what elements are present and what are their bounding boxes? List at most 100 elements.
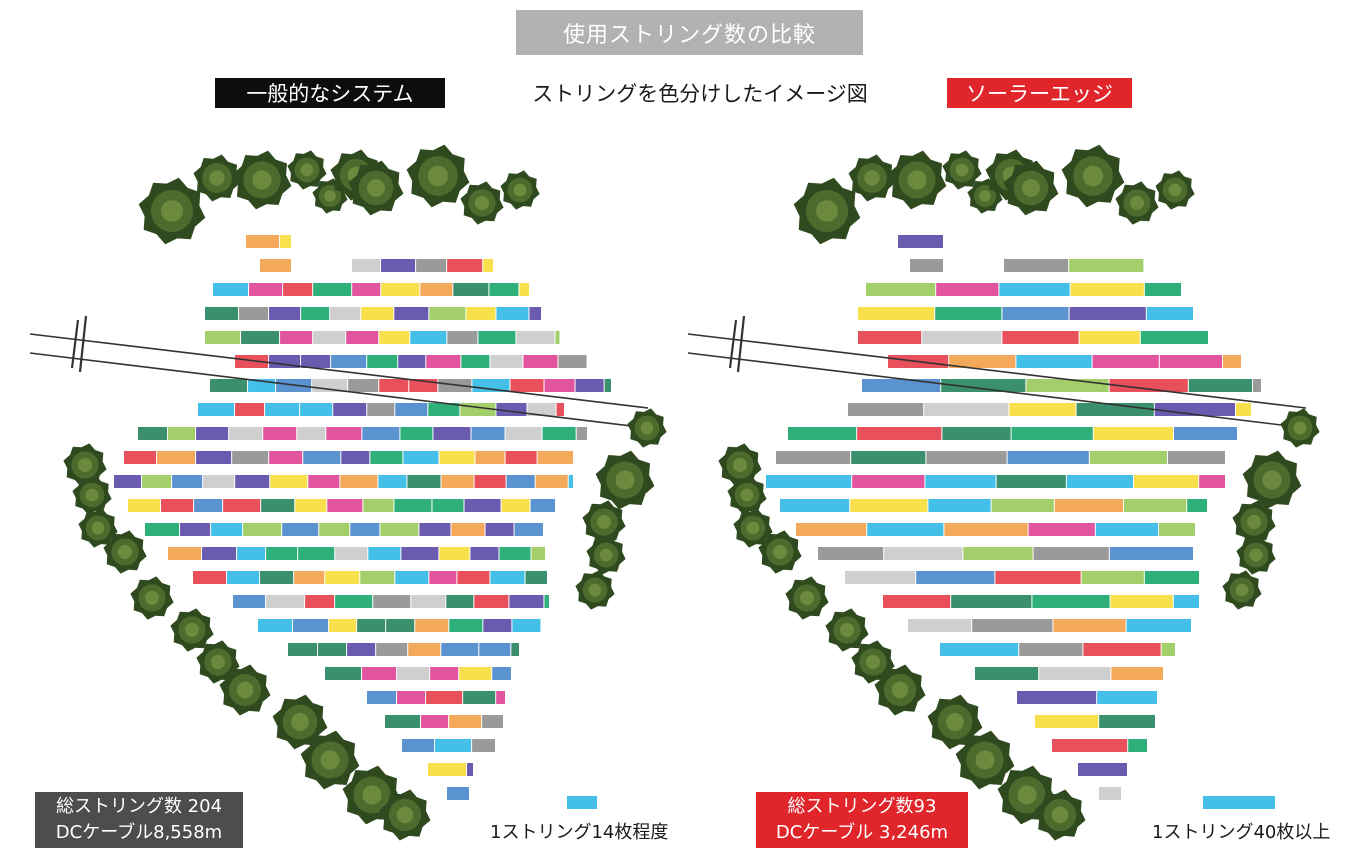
tree-icon [582, 500, 626, 544]
tree-icon [170, 608, 214, 652]
conventional-string-row17-seg1 [293, 619, 329, 632]
tree-icon [1280, 408, 1320, 448]
solaredge-string-row16-seg3 [1110, 595, 1173, 608]
solaredge-string-row15-seg1 [916, 571, 995, 584]
conventional-string-row17-seg2 [329, 619, 357, 632]
solaredge-string-row19-seg2 [1111, 667, 1163, 680]
conventional-string-row16-seg8 [509, 595, 544, 608]
solaredge-string-row11-seg5 [1134, 475, 1199, 488]
conventional-string-row13-seg7 [380, 523, 419, 536]
solaredge-string-row7-seg2 [1026, 379, 1109, 392]
conventional-string-row3-seg9 [519, 283, 529, 296]
conventional-string-row8-seg7 [428, 403, 460, 416]
conventional-string-row22-seg2 [472, 739, 495, 752]
solaredge-string-row18-seg0 [940, 643, 1019, 656]
solaredge-string-row6-seg4 [1159, 355, 1222, 368]
conventional-string-row16-seg1 [266, 595, 305, 608]
conventional-string-row21-seg3 [482, 715, 503, 728]
tree-icon [1236, 535, 1276, 575]
conventional-string-row7-seg0 [210, 379, 248, 392]
conventional-string-row4-seg5 [361, 307, 394, 320]
conventional-string-row14-seg3 [266, 547, 298, 560]
conventional-string-row0-seg0 [246, 235, 280, 248]
conventional-string-row15-seg6 [395, 571, 429, 584]
conventional-string-row10-seg3 [232, 451, 269, 464]
solaredge-string-row9-seg5 [1174, 427, 1237, 440]
conventional-string-row11-seg7 [340, 475, 378, 488]
conventional-string-row7-seg5 [379, 379, 409, 392]
conventional-string-row17-seg8 [512, 619, 541, 632]
conventional-string-row12-seg1 [161, 499, 194, 512]
conventional-string-row4-seg4 [330, 307, 361, 320]
conventional-string-row18-seg5 [441, 643, 479, 656]
conventional-string-row2-seg0 [352, 259, 381, 272]
conventional-string-row4-seg9 [496, 307, 529, 320]
solaredge-string-row17-seg3 [1126, 619, 1191, 632]
conventional-string-row17-seg4 [386, 619, 415, 632]
conventional-string-row13-seg11 [514, 523, 543, 536]
solaredge-string-row7-seg4 [1188, 379, 1252, 392]
pole-icon [78, 315, 88, 373]
conventional-string-row5-seg8 [478, 331, 516, 344]
conventional-string-row14-seg5 [335, 547, 368, 560]
tree-icon [1061, 144, 1125, 208]
solaredge-string-row0-seg0 [898, 235, 943, 248]
conventional-string-row6-seg5 [398, 355, 426, 368]
conventional-string-row13-seg10 [485, 523, 514, 536]
conventional-string-row10-seg1 [157, 451, 196, 464]
solaredge-string-row3-seg4 [1144, 283, 1181, 296]
conventional-string-row12-seg4 [261, 499, 295, 512]
conventional-string-row7-seg12 [604, 379, 611, 392]
solaredge-string-row2-seg1 [1069, 259, 1144, 272]
right-string-array [766, 235, 1261, 800]
solaredge-string-row9-seg2 [942, 427, 1011, 440]
conventional-string-row15-seg0 [193, 571, 227, 584]
conventional-string-row8-seg1 [235, 403, 265, 416]
conventional-string-row9-seg13 [576, 427, 587, 440]
conventional-string-row10-seg9 [439, 451, 475, 464]
conventional-string-row15-seg4 [325, 571, 360, 584]
conventional-string-row20-seg3 [463, 691, 496, 704]
conventional-string-row10-seg6 [341, 451, 370, 464]
solaredge-string-row12-seg3 [991, 499, 1054, 512]
tree-icon [406, 144, 470, 208]
conventional-string-row7-seg4 [348, 379, 379, 392]
solaredge-string-row22-seg0 [1052, 739, 1128, 752]
legend-string-swatch-solaredge [1203, 796, 1275, 809]
conventional-string-row11-seg3 [203, 475, 235, 488]
conventional-string-row13-seg5 [319, 523, 350, 536]
tree-icon [1034, 789, 1086, 841]
solaredge-string-row13-seg3 [1028, 523, 1095, 536]
solaredge-string-row13-seg5 [1159, 523, 1195, 536]
solaredge-string-row12-seg1 [850, 499, 928, 512]
conventional-string-row14-seg9 [470, 547, 499, 560]
conventional-string-row3-seg3 [313, 283, 352, 296]
tree-icon [272, 694, 328, 750]
conventional-string-row15-seg5 [360, 571, 395, 584]
conventional-string-row10-seg2 [196, 451, 232, 464]
tree-icon [193, 154, 241, 202]
solaredge-string-row15-seg3 [1081, 571, 1144, 584]
solaredge-string-row7-seg3 [1109, 379, 1188, 392]
conventional-string-row10-seg10 [475, 451, 505, 464]
solaredge-string-row18-seg1 [1019, 643, 1083, 656]
solaredge-string-row5-seg0 [858, 331, 922, 344]
conventional-string-row12-seg5 [295, 499, 327, 512]
solaredge-string-row17-seg0 [908, 619, 972, 632]
tree-icon [232, 150, 292, 210]
solaredge-string-row22-seg1 [1128, 739, 1147, 752]
conventional-string-row7-seg10 [544, 379, 575, 392]
conventional-string-row3-seg5 [381, 283, 420, 296]
tree-icon [825, 608, 869, 652]
solaredge-string-row11-seg0 [766, 475, 852, 488]
solaredge-string-row3-seg0 [866, 283, 936, 296]
conventional-string-row20-seg2 [426, 691, 463, 704]
solaredge-string-row16-seg1 [951, 595, 1032, 608]
conventional-string-row13-seg1 [180, 523, 211, 536]
power-line-icon [687, 352, 1307, 429]
conventional-string-row18-seg4 [408, 643, 441, 656]
conventional-string-row13-seg0 [145, 523, 180, 536]
power-line-icon [29, 352, 649, 429]
solaredge-string-row14-seg4 [1109, 547, 1193, 560]
conventional-string-row5-seg1 [241, 331, 280, 344]
